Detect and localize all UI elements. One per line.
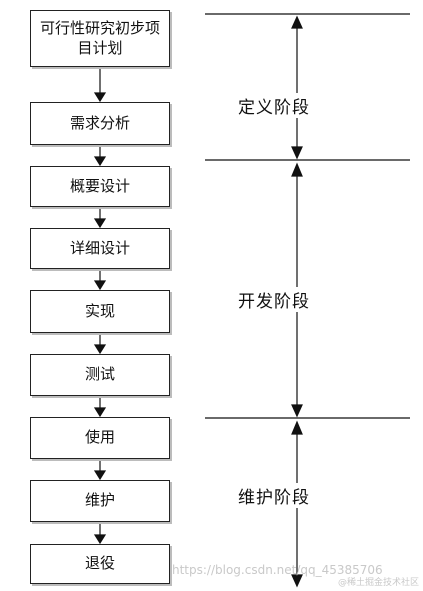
flow-arrowhead — [93, 407, 107, 418]
step-label: 使用 — [84, 428, 115, 447]
step-label: 目计划 — [77, 38, 123, 57]
watermark-url: https://blog.csdn.net/qq_45385706 — [172, 563, 383, 577]
phase-label-development: 开发阶段 — [238, 287, 358, 312]
flow-arrowhead — [93, 218, 107, 229]
step-label: 需求分析 — [69, 113, 130, 132]
watermark-logo: @稀土掘金技术社区 — [338, 578, 420, 588]
step-usage: 使用 — [30, 417, 170, 459]
step-label: 概要设计 — [69, 176, 130, 195]
phase-label-definition: 定义阶段 — [238, 93, 358, 118]
step-requirements-analysis: 需求分析 — [30, 102, 170, 145]
phase-label-maintenance: 维护阶段 — [238, 483, 358, 508]
step-label: 详细设计 — [69, 238, 130, 257]
step-testing: 测试 — [30, 354, 170, 396]
flow-arrowhead — [93, 156, 107, 167]
step-retirement: 退役 — [30, 544, 170, 584]
flow-arrowhead — [93, 280, 107, 291]
flow-arrowhead — [93, 92, 107, 103]
step-outline-design: 概要设计 — [30, 166, 170, 207]
step-detailed-design: 详细设计 — [30, 228, 170, 269]
step-implementation: 实现 — [30, 290, 170, 333]
flow-arrowhead — [93, 344, 107, 355]
step-label: 可行性研究初步项 — [39, 19, 160, 37]
phase-arrowhead-down — [291, 574, 303, 588]
step-label: 实现 — [84, 301, 115, 320]
flow-arrowhead — [93, 470, 107, 481]
phase-arrowhead-up — [291, 162, 303, 177]
step-maintenance: 维护 — [30, 480, 170, 522]
phase-arrowhead-down — [291, 146, 303, 160]
phase-arrowhead-up — [291, 420, 303, 435]
phase-arrowhead-down — [291, 404, 303, 418]
phase-arrowhead-up — [291, 15, 303, 29]
step-feasibility-study: 可行性研究初步项 目计划 — [30, 10, 170, 67]
flow-arrows — [93, 67, 107, 545]
flow-arrowhead — [93, 534, 107, 545]
step-label: 维护 — [84, 491, 115, 510]
step-label: 退役 — [84, 554, 115, 573]
step-label: 测试 — [84, 365, 115, 384]
